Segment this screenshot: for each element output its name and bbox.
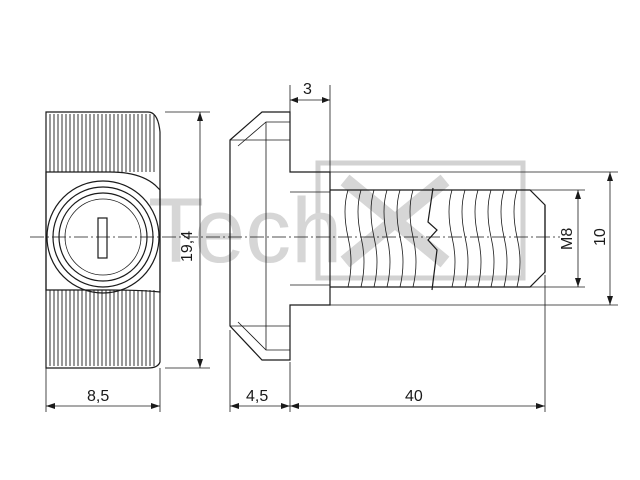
- dimension-screw-length: 40: [290, 275, 546, 412]
- front-view: [45, 111, 161, 369]
- side-view-break-line: [427, 187, 438, 291]
- front-view-ridges-bottom: [49, 290, 155, 366]
- dimension-top-flange: 3: [289, 81, 331, 172]
- front-view-outline: [45, 111, 161, 369]
- side-view-head-inner: [237, 121, 290, 351]
- thread-line: [500, 189, 508, 288]
- thread-line: [461, 189, 469, 288]
- dimension-label-3: 3: [303, 81, 312, 98]
- side-view-screw-outline: [330, 189, 546, 288]
- dimension-label-10: 10: [592, 228, 609, 246]
- arrowheads: [290, 97, 330, 103]
- thread-line: [396, 189, 404, 288]
- dimension-label-40: 40: [405, 388, 423, 405]
- thread-line: [474, 189, 482, 288]
- dimension-head-thickness: 4,5: [229, 330, 291, 412]
- front-view-ridges-top: [49, 114, 155, 172]
- front-view-boss: [45, 171, 161, 293]
- dimension-label-4-5: 4,5: [246, 388, 268, 405]
- watermark: Tech: [148, 160, 526, 282]
- thread-line: [344, 189, 352, 288]
- dimension-label-19-4: 19,4: [179, 231, 196, 262]
- dimension-thread: M8: [530, 189, 585, 288]
- watermark-text: Tech: [148, 180, 342, 282]
- dimension-label-8-5: 8,5: [87, 388, 109, 405]
- dimension-width-front: 8,5: [45, 368, 161, 412]
- thread-line: [513, 189, 521, 288]
- dimension-label-m8: M8: [559, 228, 576, 250]
- dimension-height-front: 19,4: [165, 111, 210, 369]
- dimension-thread-outer: 10: [330, 171, 618, 306]
- watermark-x-mark: [340, 174, 450, 268]
- watermark-box: [315, 160, 526, 281]
- thread-line: [487, 189, 495, 288]
- thread-line: [448, 189, 456, 288]
- front-view-slot: [97, 217, 108, 259]
